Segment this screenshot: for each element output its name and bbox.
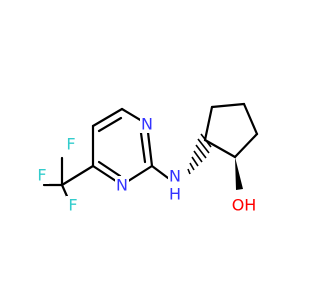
atom-n-bottom: N	[116, 176, 128, 195]
atom-f-bottom: F	[68, 196, 77, 215]
bond-ring-c2-c3	[210, 102, 246, 109]
bond-ring-c5-c1	[203, 138, 237, 159]
bond-ring-c1-c2	[203, 105, 214, 142]
atom-n-top: N	[141, 115, 153, 134]
bond-c5-c6	[91, 107, 124, 128]
bond-c2-nh	[150, 164, 170, 180]
bond-ring-c4-c5	[233, 132, 259, 159]
cyclopentane-ring	[203, 102, 259, 190]
atom-n-amine: N	[169, 167, 181, 186]
atom-h-amine: H	[169, 185, 181, 204]
atom-labels: N N N H OH F F F	[35, 115, 259, 215]
bond-c4-cf3	[60, 164, 95, 187]
solid-wedge-bond	[235, 157, 243, 190]
atom-hydroxyl: OH	[232, 196, 257, 215]
hashed-wedge-bond	[187, 133, 212, 175]
molecule-canvas: N N N H OH F F F	[35, 102, 259, 215]
bond-ring-c3-c4	[242, 102, 259, 136]
bond-c5-c6-inner	[97, 116, 123, 133]
bond-n1-c2-inner	[139, 131, 147, 164]
atom-f-left: F	[37, 166, 46, 185]
bond-n3-c4-inner	[97, 160, 122, 178]
atom-f-top: F	[66, 135, 75, 154]
molecule-structure: N N N H OH F F F	[35, 102, 259, 215]
